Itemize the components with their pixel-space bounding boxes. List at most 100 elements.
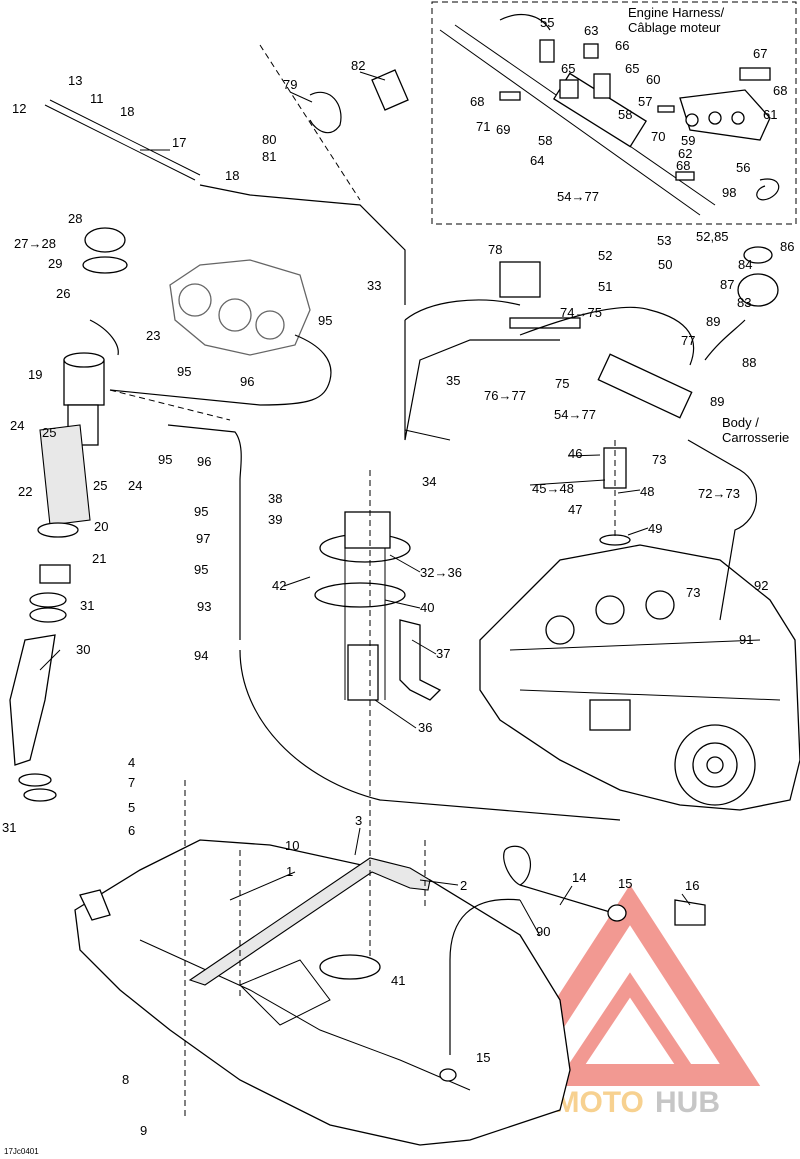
callout-label: 8 bbox=[122, 1072, 129, 1087]
callout-label: 29 bbox=[48, 256, 62, 271]
throttle-body bbox=[169, 259, 311, 356]
callout-label: 38 bbox=[268, 491, 282, 506]
callout-label: 67 bbox=[753, 46, 767, 61]
callout-label: 71 bbox=[476, 119, 490, 134]
callout-label: 21 bbox=[92, 551, 106, 566]
callout-label: 31 bbox=[80, 598, 94, 613]
callout-label: 61 bbox=[763, 107, 777, 122]
inset-fuel-rail bbox=[439, 13, 780, 216]
callout-label: 25 bbox=[42, 425, 56, 440]
callout-label: 58 bbox=[538, 133, 552, 148]
callout-label: 57 bbox=[638, 94, 652, 109]
callout-label: 17 bbox=[172, 135, 186, 150]
callout-label: 28 bbox=[68, 211, 82, 226]
callout-label: 96 bbox=[197, 454, 211, 469]
callout-label: 4 bbox=[128, 755, 135, 770]
callout-label: 59 bbox=[681, 133, 695, 148]
callout-label: 58 bbox=[618, 107, 632, 122]
callout-label: 97 bbox=[196, 531, 210, 546]
callout-label: 10 bbox=[285, 838, 299, 853]
callout-label: 92 bbox=[754, 578, 768, 593]
callout-label: 82 bbox=[351, 58, 365, 73]
harness-label-1: Engine Harness/ bbox=[628, 5, 724, 20]
callout-label: 93 bbox=[197, 599, 211, 614]
callout-label: 78 bbox=[488, 242, 502, 257]
callout-label: 74→75 bbox=[560, 305, 602, 320]
callout-label: 68 bbox=[470, 94, 484, 109]
callout-label: 66 bbox=[615, 38, 629, 53]
callout-label: 63 bbox=[584, 23, 598, 38]
callout-label: 73 bbox=[652, 452, 666, 467]
fuel-hoses bbox=[44, 69, 757, 1082]
engine-assembly bbox=[479, 544, 800, 811]
harness-label-2: Câblage moteur bbox=[628, 20, 721, 35]
callout-label: 83 bbox=[737, 295, 751, 310]
callout-label: 81 bbox=[262, 149, 276, 164]
callout-label: 90 bbox=[536, 924, 550, 939]
callout-label: 36 bbox=[418, 720, 432, 735]
callout-label: 48 bbox=[640, 484, 654, 499]
callout-label: 95 bbox=[177, 364, 191, 379]
callout-label: 62 bbox=[678, 146, 692, 161]
callout-label: 33 bbox=[367, 278, 381, 293]
callout-label: 7 bbox=[128, 775, 135, 790]
callout-label: 65 bbox=[561, 61, 575, 76]
callout-label: 13 bbox=[68, 73, 82, 88]
callout-label: 56 bbox=[736, 160, 750, 175]
callout-label: 89 bbox=[710, 394, 724, 409]
callout-label: 45→48 bbox=[532, 481, 574, 496]
callout-label: 75 bbox=[555, 376, 569, 391]
callout-label: 51 bbox=[598, 279, 612, 294]
callout-label: 25 bbox=[93, 478, 107, 493]
callout-label: 96 bbox=[240, 374, 254, 389]
callout-label: 47 bbox=[568, 502, 582, 517]
inset-frame bbox=[431, 1, 797, 225]
callout-label: 89 bbox=[706, 314, 720, 329]
body-label-2: Carrosserie bbox=[722, 430, 789, 445]
callout-label: 72→73 bbox=[698, 486, 740, 501]
body-label-1: Body / bbox=[722, 415, 759, 430]
callout-label: 41 bbox=[391, 973, 405, 988]
callout-label: 18 bbox=[120, 104, 134, 119]
callout-labels: 1 2 3 4 7 5 6 8 9 10 11 12 13 14 15 15 1… bbox=[2, 15, 794, 1138]
callout-label: 94 bbox=[194, 648, 208, 663]
callout-label: 52 bbox=[598, 248, 612, 263]
callout-label: 55 bbox=[540, 15, 554, 30]
figure-code: 17Jc0401 bbox=[4, 1147, 39, 1156]
callout-label: 80 bbox=[262, 132, 276, 147]
callout-label: 39 bbox=[268, 512, 282, 527]
callout-label: 2 bbox=[460, 878, 467, 893]
callout-label: 15 bbox=[476, 1050, 490, 1065]
callout-label: 54→77 bbox=[557, 189, 599, 204]
callout-label: 91 bbox=[739, 632, 753, 647]
callout-label: 9 bbox=[140, 1123, 147, 1138]
callout-label: 27→28 bbox=[14, 236, 56, 251]
callout-label: 22 bbox=[18, 484, 32, 499]
callout-label: 70 bbox=[651, 129, 665, 144]
callout-label: 68 bbox=[773, 83, 787, 98]
callout-label: 98 bbox=[722, 185, 736, 200]
filler-neck-assembly bbox=[9, 227, 128, 802]
callout-label: 50 bbox=[658, 257, 672, 272]
callout-label: 23 bbox=[146, 328, 160, 343]
callout-label: 95 bbox=[158, 452, 172, 467]
watermark-text-2: HUB bbox=[655, 1086, 720, 1119]
callout-label: 60 bbox=[646, 72, 660, 87]
callout-label: 1 bbox=[286, 864, 293, 879]
callout-label: 76→77 bbox=[484, 388, 526, 403]
callout-label: 52,85 bbox=[696, 229, 729, 244]
callout-label: 31 bbox=[2, 820, 16, 835]
callout-label: 54→77 bbox=[554, 407, 596, 422]
callout-label: 95 bbox=[194, 504, 208, 519]
reference-lines bbox=[109, 44, 616, 1120]
callout-label: 37 bbox=[436, 646, 450, 661]
callout-label: 86 bbox=[780, 239, 794, 254]
leader-lines bbox=[39, 71, 691, 937]
annotations: Engine Harness/ Câblage moteur Body / Ca… bbox=[4, 5, 789, 1156]
callout-label: 6 bbox=[128, 823, 135, 838]
callout-label: 5 bbox=[128, 800, 135, 815]
callout-label: 40 bbox=[420, 600, 434, 615]
callout-label: 15 bbox=[618, 876, 632, 891]
fuel-tank bbox=[74, 839, 571, 1146]
callout-label: 65 bbox=[625, 61, 639, 76]
